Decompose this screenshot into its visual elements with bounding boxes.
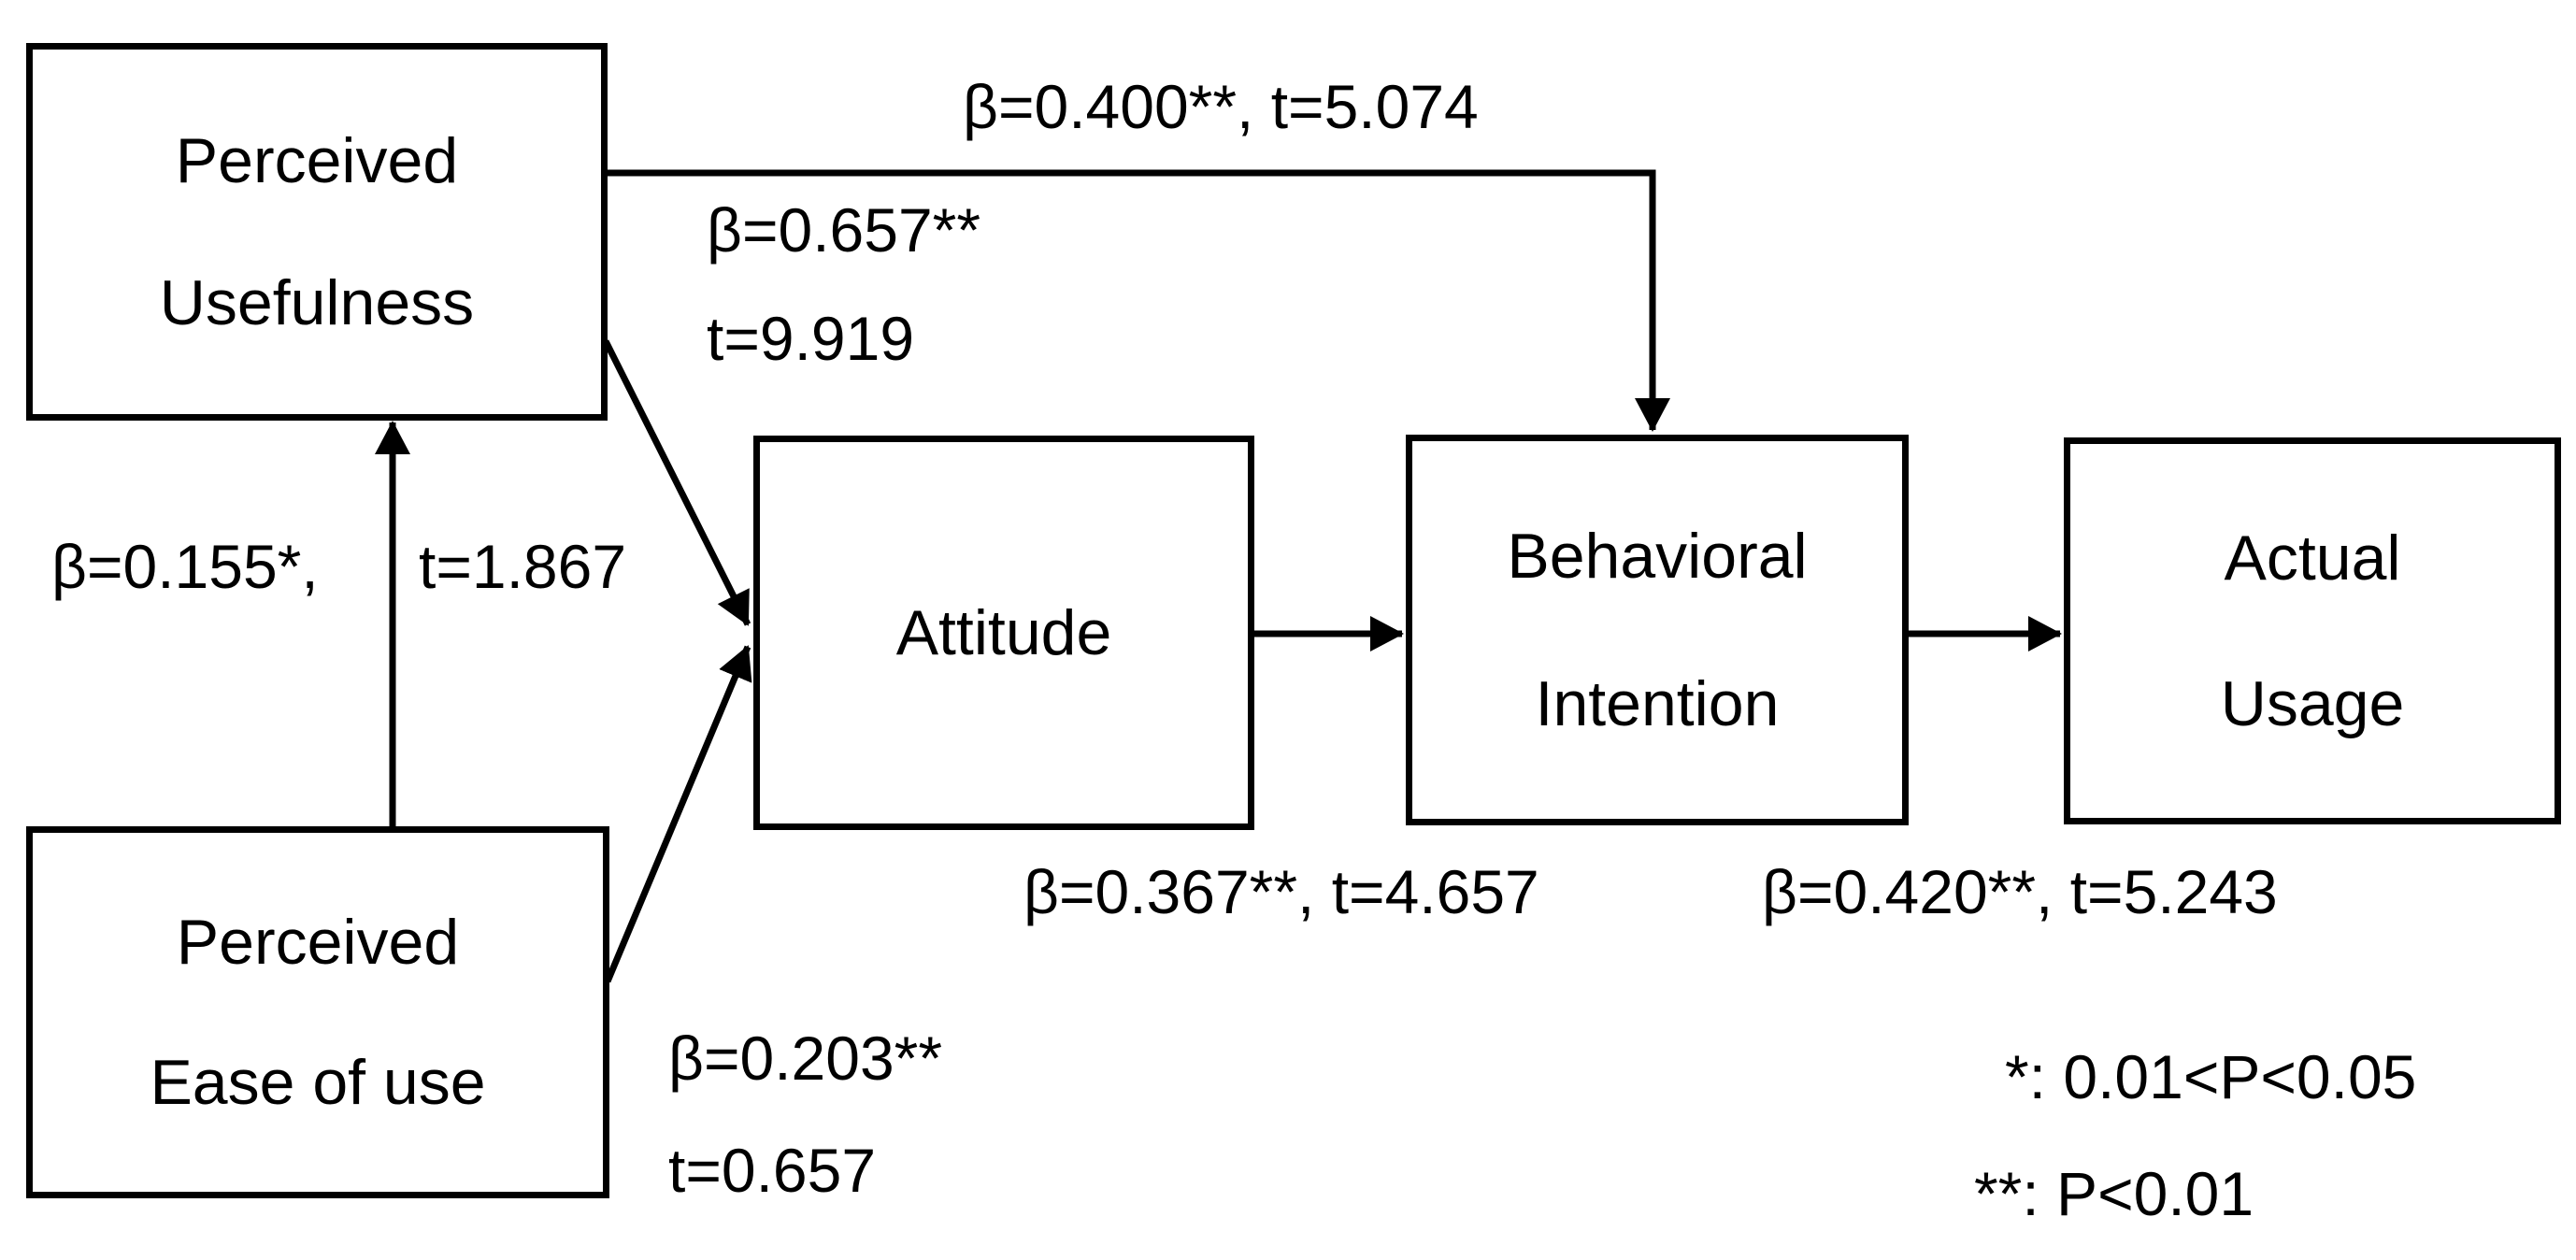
node-perceived-ease-of-use-line2: Ease of use <box>150 1047 486 1119</box>
node-perceived-ease-of-use-line1: Perceived <box>176 906 460 978</box>
label-bi-to-au: β=0.420**, t=5.243 <box>1762 857 2278 926</box>
node-actual-usage-line2: Usage <box>2220 668 2405 739</box>
node-actual-usage-line1: Actual <box>2224 523 2401 594</box>
node-perceived-usefulness-line1: Perceived <box>175 124 459 196</box>
legend-double-asterisk: **: P<0.01 <box>1974 1159 2254 1228</box>
node-behavioral-intention-line2: Intention <box>1535 667 1780 739</box>
arrow-peou-to-attitude <box>604 645 752 983</box>
node-attitude-label: Attitude <box>895 597 1112 668</box>
label-peou-to-attitude-beta: β=0.203** <box>668 1024 943 1093</box>
node-perceived-ease-of-use: Perceived Ease of use <box>26 826 609 1198</box>
node-actual-usage: Actual Usage <box>2064 437 2561 824</box>
node-behavioral-intention-line1: Behavioral <box>1507 521 1808 593</box>
label-peou-to-attitude-t: t=0.657 <box>668 1136 877 1205</box>
label-pu-to-bi: β=0.400**, t=5.074 <box>963 72 1479 141</box>
label-peou-to-pu-beta: β=0.155*, <box>51 532 319 601</box>
arrow-pu-to-bi <box>606 169 1670 432</box>
node-perceived-usefulness-line2: Usefulness <box>159 267 475 339</box>
arrow-pu-to-attitude <box>602 339 751 626</box>
node-attitude: Attitude <box>753 436 1254 830</box>
label-pu-to-attitude-beta: β=0.657** <box>707 195 981 265</box>
node-perceived-usefulness: Perceived Usefulness <box>26 43 608 421</box>
label-pu-to-attitude-t: t=9.919 <box>707 304 915 373</box>
label-peou-to-pu-t: t=1.867 <box>419 532 627 601</box>
label-attitude-to-bi: β=0.367**, t=4.657 <box>1023 857 1539 926</box>
node-behavioral-intention: Behavioral Intention <box>1406 435 1909 825</box>
legend-single-asterisk: *: 0.01<P<0.05 <box>2005 1042 2417 1111</box>
